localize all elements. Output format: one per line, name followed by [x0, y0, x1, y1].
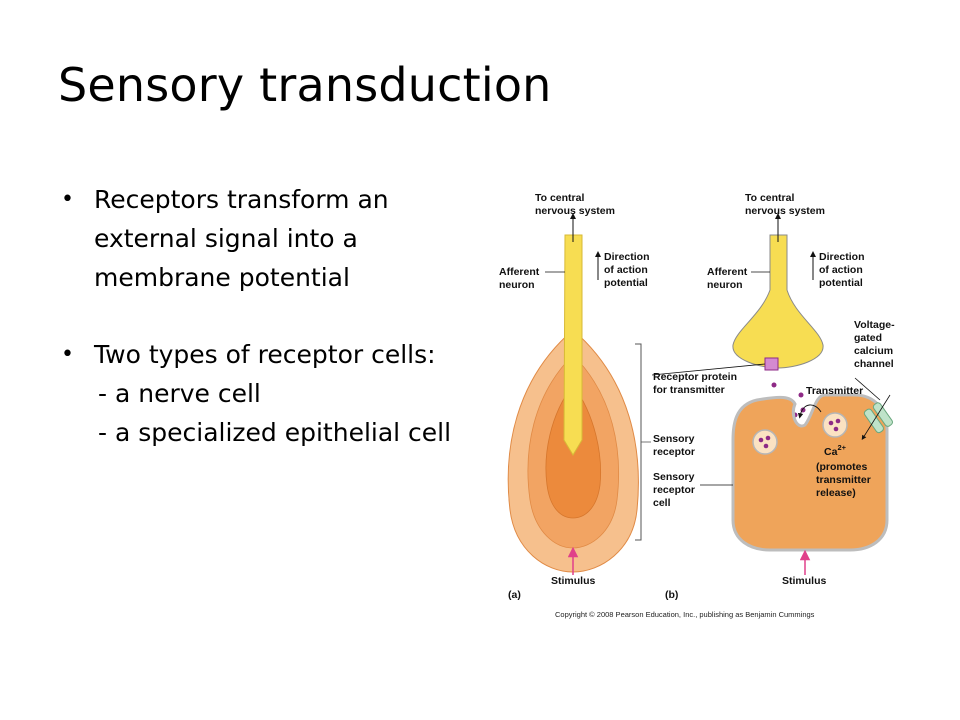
- receptor-protein-icon: [764, 357, 779, 371]
- bullet-dot-icon: •: [61, 342, 74, 367]
- panel-a-tag: (a): [508, 589, 521, 601]
- copyright-notice: Copyright © 2008 Pearson Education, Inc.…: [555, 610, 815, 619]
- ca-label: Ca2+: [824, 443, 847, 458]
- sub-item: - a specialized epithelial cell: [98, 418, 452, 447]
- afferent-neuron-b: [732, 234, 824, 369]
- bullet-dot-icon: •: [61, 187, 74, 212]
- bullet-text: Two types of receptor cells:: [94, 340, 436, 369]
- bullet-item-receptors: • Receptors transform an external signal…: [58, 180, 458, 297]
- afferent-neuron-a: [563, 234, 583, 456]
- stimulus-label-b: Stimulus: [782, 575, 826, 587]
- bullet-item-types: • Two types of receptor cells: - a nerve…: [58, 335, 458, 452]
- stimulus-label-a: Stimulus: [551, 575, 595, 587]
- panel-b-tag: (b): [665, 589, 678, 601]
- transmitter-label: Transmitter: [806, 385, 863, 397]
- slide-title: Sensory transduction: [58, 58, 552, 112]
- sub-item: - a nerve cell: [98, 379, 261, 408]
- bullet-list: • Receptors transform an external signal…: [58, 180, 458, 452]
- bullet-text: Receptors transform an external signal i…: [94, 185, 389, 292]
